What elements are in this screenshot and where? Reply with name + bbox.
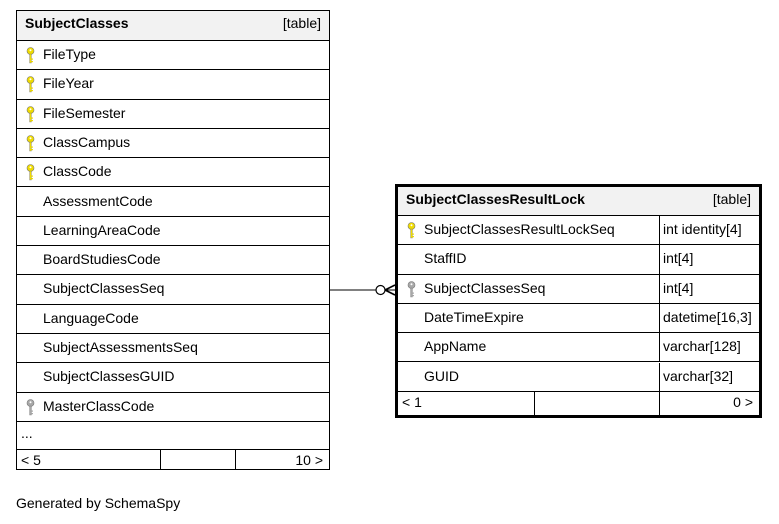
table-header[interactable]: SubjectClasses [table] <box>17 11 329 41</box>
column-row[interactable]: MasterClassCode <box>17 393 329 422</box>
parents-count[interactable]: < 1 <box>402 394 422 410</box>
column-name: SubjectClassesSeq <box>424 279 546 296</box>
column-type: int[4] <box>663 250 694 267</box>
primary-key-icon <box>26 164 35 181</box>
type-divider <box>659 216 660 245</box>
primary-key-icon <box>407 222 416 239</box>
column-name: ClassCampus <box>43 133 131 150</box>
column-name: FileYear <box>43 75 94 92</box>
table-footer: < 1 0 > <box>398 392 759 415</box>
type-divider <box>659 333 660 362</box>
column-row[interactable]: FileType <box>17 41 329 71</box>
table-kind: [table] <box>282 15 321 31</box>
column-row[interactable]: FileSemester <box>17 100 329 129</box>
crowfoot-upper <box>384 284 396 291</box>
primary-key-icon <box>26 47 35 64</box>
column-type: int[4] <box>663 279 694 296</box>
column-row[interactable]: AppName varchar[128] <box>398 333 759 363</box>
zero-optional-marker <box>375 284 386 296</box>
column-name: GUID <box>424 367 459 384</box>
more-columns-row[interactable]: ... <box>17 422 329 450</box>
column-type: int identity[4] <box>663 221 742 237</box>
column-row[interactable]: SubjectClassesSeq int[4] <box>398 274 759 304</box>
primary-key-icon <box>26 105 35 123</box>
type-divider <box>659 245 660 274</box>
primary-key-icon <box>26 76 35 93</box>
column-row[interactable]: BoardStudiesCode <box>17 246 329 276</box>
table-footer: < 5 10 > <box>17 450 329 469</box>
column-row[interactable]: SubjectClassesResultLockSeq int identity[… <box>398 216 759 246</box>
table-name: SubjectClasses <box>25 15 129 31</box>
primary-key-icon <box>26 135 35 152</box>
column-row[interactable]: LearningAreaCode <box>17 217 329 247</box>
table-header[interactable]: SubjectClassesResultLock [table] <box>398 187 759 216</box>
column-name: BoardStudiesCode <box>43 251 161 268</box>
column-name: ClassCode <box>43 163 112 180</box>
column-name: SubjectAssessmentsSeq <box>43 339 198 355</box>
column-name: LearningAreaCode <box>43 221 161 238</box>
table-name: SubjectClassesResultLock <box>406 191 585 207</box>
column-name: FileSemester <box>43 104 126 121</box>
foreign-key-icon <box>26 398 35 416</box>
more-columns-ellipsis: ... <box>21 425 33 441</box>
footer-divider <box>160 450 161 469</box>
type-divider <box>659 274 660 303</box>
column-name: AssessmentCode <box>43 192 153 209</box>
column-name: AppName <box>424 338 487 355</box>
column-row[interactable]: SubjectClassesSeq <box>17 275 329 305</box>
generated-by-caption: Generated by SchemaSpy <box>16 495 181 511</box>
column-name: SubjectClassesGUID <box>43 368 175 385</box>
column-name: SubjectClassesSeq <box>43 280 165 297</box>
column-row[interactable]: ClassCode <box>17 158 329 188</box>
column-type: varchar[128] <box>663 338 741 355</box>
footer-divider <box>534 392 535 415</box>
foreign-key-icon <box>407 280 416 298</box>
footer-divider <box>659 392 660 415</box>
table-subjectclassesresultlock[interactable]: SubjectClassesResultLock [table] Subject… <box>395 184 762 418</box>
column-name: SubjectClassesResultLockSeq <box>424 221 615 237</box>
children-count[interactable]: 10 > <box>295 452 323 468</box>
table-kind: [table] <box>712 191 751 207</box>
column-name: FileType <box>43 46 96 62</box>
type-divider <box>659 362 660 391</box>
column-row[interactable]: StaffID int[4] <box>398 245 759 275</box>
children-count[interactable]: 0 > <box>733 394 753 410</box>
column-row[interactable]: FileYear <box>17 70 329 100</box>
column-type: varchar[32] <box>663 367 734 384</box>
column-name: StaffID <box>424 250 467 267</box>
column-name: MasterClassCode <box>43 397 155 414</box>
column-row[interactable]: AssessmentCode <box>17 188 329 217</box>
column-row[interactable]: DateTimeExpire datetime[16,3] <box>398 303 759 334</box>
column-name: LanguageCode <box>43 309 139 326</box>
column-row[interactable]: SubjectAssessmentsSeq <box>17 334 329 364</box>
column-row[interactable]: ClassCampus <box>17 129 329 159</box>
type-divider <box>659 303 660 333</box>
column-row[interactable]: GUID varchar[32] <box>398 362 759 392</box>
column-type: datetime[16,3] <box>663 308 752 325</box>
crowfoot-lower <box>384 289 396 296</box>
parents-count[interactable]: < 5 <box>21 452 41 468</box>
column-row[interactable]: SubjectClassesGUID <box>17 363 329 393</box>
column-name: DateTimeExpire <box>424 308 524 325</box>
footer-divider <box>235 450 236 469</box>
column-row[interactable]: LanguageCode <box>17 305 329 334</box>
